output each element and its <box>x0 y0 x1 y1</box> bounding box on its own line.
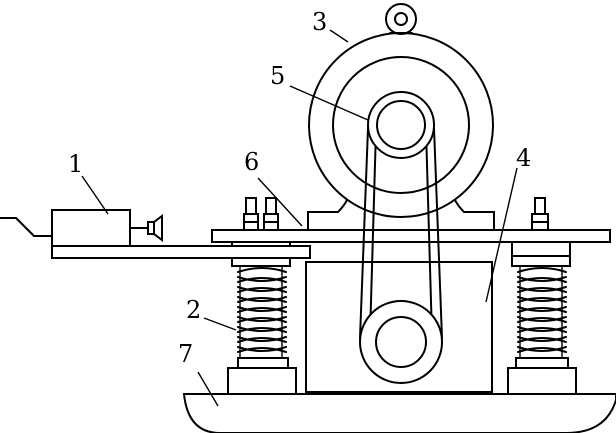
lower-pulley <box>359 300 443 384</box>
top-plate <box>211 229 611 243</box>
label-4: 4 <box>516 144 531 172</box>
right-support <box>507 357 577 395</box>
upper-pulley <box>367 91 435 159</box>
label-3: 3 <box>312 8 327 36</box>
right-bolts <box>531 197 549 231</box>
belt <box>359 127 443 339</box>
label-2: 2 <box>186 296 201 324</box>
left-spring <box>231 241 291 359</box>
label-1: 1 <box>68 150 83 178</box>
label-7: 7 <box>178 340 193 368</box>
right-spring <box>511 241 571 359</box>
sensor-box <box>0 209 163 247</box>
leader-lines <box>81 29 518 407</box>
left-support <box>227 357 297 395</box>
label-6: 6 <box>244 148 259 176</box>
left-bolts <box>243 197 279 231</box>
lower-arm <box>51 245 311 259</box>
speaker-icon <box>147 214 163 242</box>
lifting-eye-icon <box>385 3 417 35</box>
base-plate <box>182 393 616 433</box>
label-5: 5 <box>270 62 285 90</box>
